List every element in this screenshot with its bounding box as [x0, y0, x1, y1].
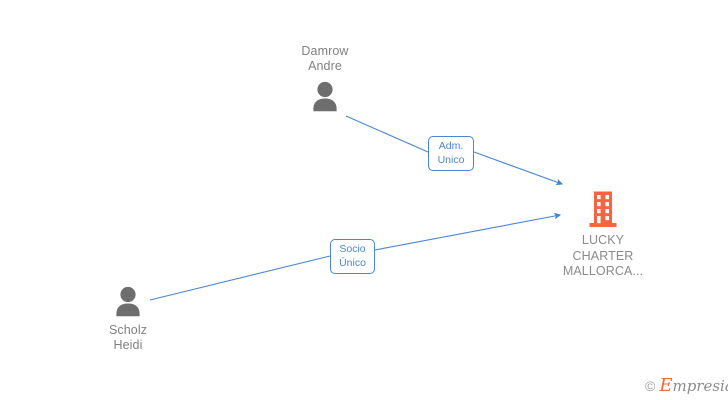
brand-initial: E — [659, 375, 673, 396]
edge-line-socio-unico-arrow — [374, 212, 562, 251]
node-person-scholz[interactable]: Scholz Heidi — [58, 285, 198, 353]
building-icon — [589, 191, 617, 227]
person-icon — [313, 81, 337, 112]
node-company-lucky[interactable]: LUCKY CHARTER MALLORCA... — [533, 190, 673, 280]
edge-line-socio-unico — [149, 255, 331, 301]
copyright-icon: © — [645, 378, 656, 394]
node-person-damrow[interactable]: Damrow Andre — [255, 44, 395, 112]
node-person-damrow-label: Damrow Andre — [301, 44, 349, 73]
edge-line-adm-unico-arrow — [473, 151, 564, 186]
watermark-empresia: © Empresia — [645, 375, 728, 396]
edge-label-adm-unico[interactable]: Adm. Unico — [428, 136, 474, 171]
edge-label-socio-unico[interactable]: Socio Único — [330, 239, 375, 274]
brand-rest: mpresia — [672, 377, 728, 395]
person-icon — [116, 286, 140, 317]
brand-logotype: Empresia — [659, 375, 728, 396]
node-company-lucky-label: LUCKY CHARTER MALLORCA... — [562, 233, 644, 278]
edge-line-adm-unico — [345, 115, 429, 153]
node-person-scholz-label: Scholz Heidi — [108, 323, 148, 352]
